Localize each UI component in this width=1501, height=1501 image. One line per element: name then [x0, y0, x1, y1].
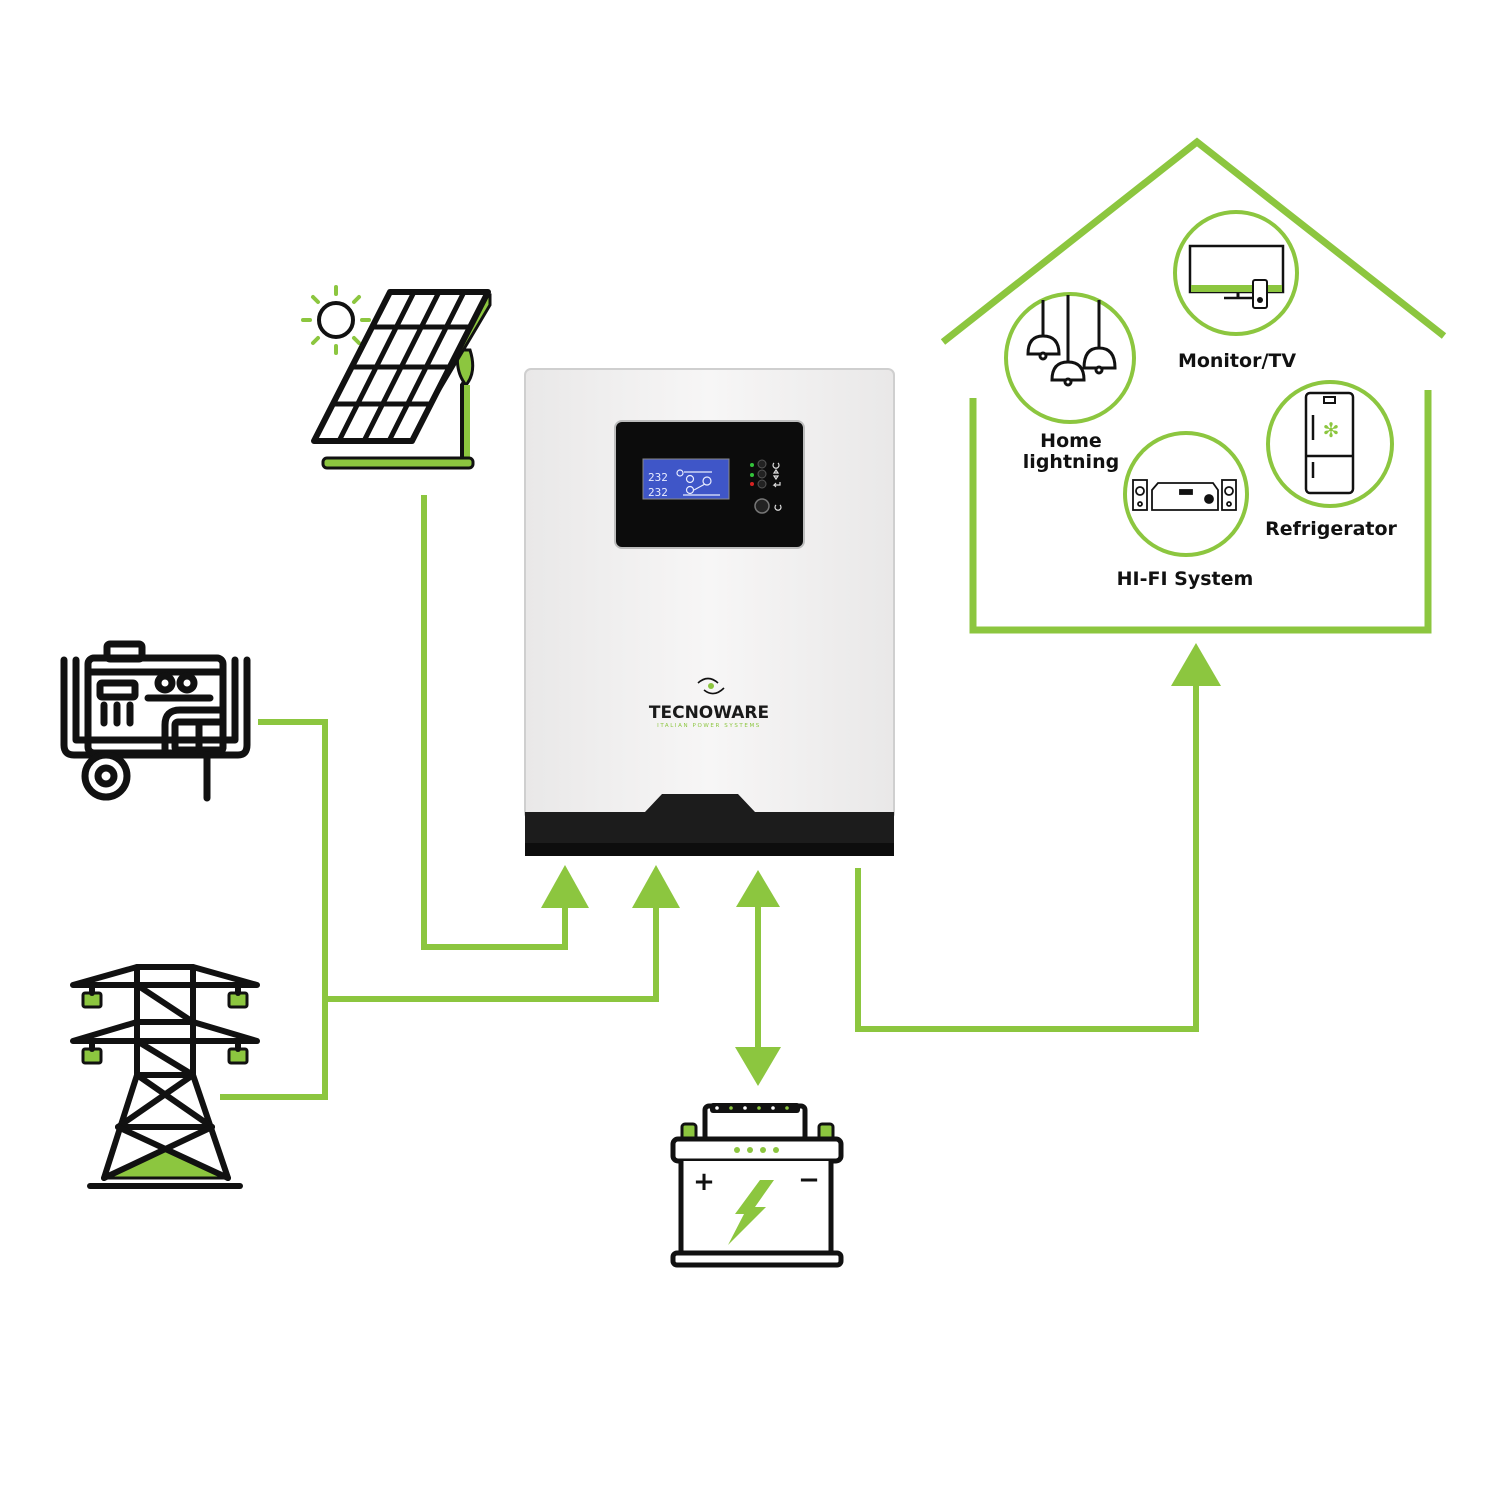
inverter-unit: 232 232 T [524, 368, 895, 856]
load-tv: Monitor/TV [1173, 210, 1299, 372]
generator-icon [60, 640, 251, 802]
label-home-lighting-1: Home [1040, 430, 1102, 452]
led-ac-inv [750, 463, 754, 467]
connection-lines [220, 495, 1199, 1100]
label-home-lighting-2: lightning [1023, 451, 1119, 473]
snowflake-icon: ✻ [1323, 418, 1340, 442]
panel-button-1[interactable] [757, 459, 767, 469]
lightning-bolt-icon [728, 1180, 774, 1245]
inverter-base [525, 794, 894, 856]
load-hifi: HI-FI System [1117, 431, 1254, 590]
power-knob[interactable] [754, 498, 770, 514]
load-lighting: Home lightning [1004, 292, 1136, 473]
pendant-lamps-icon [1026, 295, 1117, 387]
battery-arrow-down [735, 1047, 781, 1086]
enter-icon [772, 482, 781, 488]
up-down-icon [772, 468, 780, 481]
hifi-system-icon [1132, 479, 1237, 511]
battery-minus: − [798, 1165, 820, 1195]
label-monitor-tv: Monitor/TV [1178, 350, 1296, 372]
home-flow-line [855, 680, 1199, 1032]
generator-flow-line [220, 719, 328, 1100]
brand-tagline: ITALIAN POWER SYSTEMS [657, 723, 761, 729]
power-icon [772, 462, 780, 469]
grid-flow-line [325, 900, 659, 1002]
label-hifi-system: HI-FI System [1117, 568, 1254, 590]
tecnoware-logo: TECNOWARE ITALIAN POWER SYSTEMS [649, 677, 769, 729]
flow-arrows [541, 643, 1221, 1086]
refrigerator-icon: ✻ [1304, 391, 1355, 495]
solar-panel-icon [301, 285, 492, 470]
lcd-reading-top: 232 [648, 471, 668, 484]
load-fridge: ✻ Refrigerator [1265, 380, 1398, 540]
home-outline [940, 137, 1447, 634]
panel-button-2[interactable] [757, 469, 767, 479]
led-fault [750, 482, 754, 486]
label-refrigerator: Refrigerator [1265, 518, 1397, 540]
solar-arrow-up [541, 865, 589, 908]
battery-arrow-up [736, 870, 780, 907]
knob-power-icon [774, 504, 782, 511]
battery-plus: + [693, 1167, 715, 1197]
panel-button-3[interactable] [757, 479, 767, 489]
status-leds [750, 463, 754, 486]
tv-monitor-icon [1188, 244, 1285, 309]
solar-flow-line [421, 495, 568, 950]
brand-name: TECNOWARE [649, 703, 769, 723]
sun-icon [301, 285, 371, 355]
home-arrow-up [1171, 643, 1221, 686]
led-chg [750, 473, 754, 477]
power-pylon-icon [70, 964, 260, 1189]
lcd-reading-bottom: 232 [648, 486, 668, 499]
battery-icon: + − [670, 1103, 844, 1268]
grid-arrow-up [632, 865, 680, 908]
